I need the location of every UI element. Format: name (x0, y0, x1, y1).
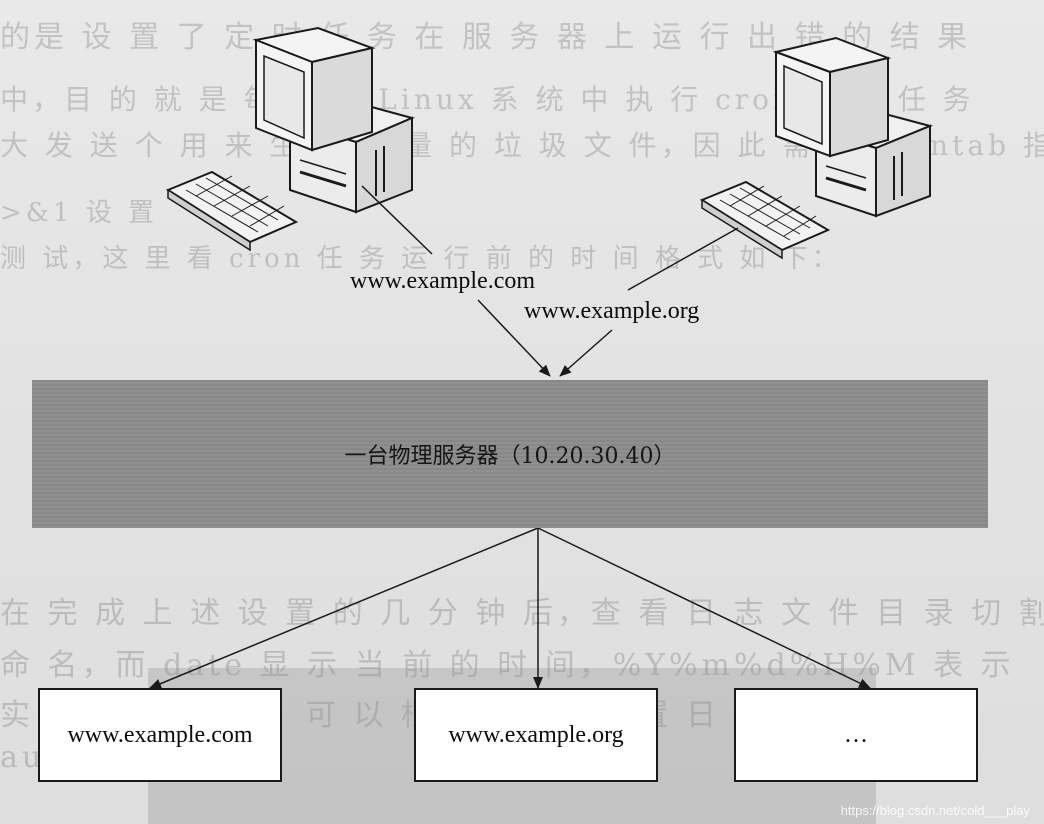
site-box-label: www.example.org (448, 721, 624, 748)
request-arrow-right (559, 329, 613, 377)
connector-left-client (361, 185, 433, 255)
site-box-1: www.example.com (38, 688, 282, 782)
watermark-text: https://blog.csdn.net/cold___play (840, 803, 1030, 818)
client-computer-left-icon (165, 26, 416, 252)
request-label-right: www.example.org (524, 298, 700, 324)
site-box-label: www.example.com (67, 721, 253, 748)
client-computer-right-icon (699, 36, 934, 260)
physical-server-block: 一台物理服务器（10.20.30.40） (32, 380, 988, 528)
dispatch-arrow-site-1 (149, 527, 539, 689)
connector-right-client (627, 227, 739, 291)
request-arrow-left (477, 299, 551, 377)
server-label: 一台物理服务器（10.20.30.40） (344, 444, 676, 469)
site-box-3: … (734, 688, 978, 782)
site-box-label: … (844, 721, 868, 748)
site-box-2: www.example.org (414, 688, 658, 782)
dispatch-arrow-site-3 (537, 527, 871, 689)
request-label-left: www.example.com (350, 268, 536, 294)
